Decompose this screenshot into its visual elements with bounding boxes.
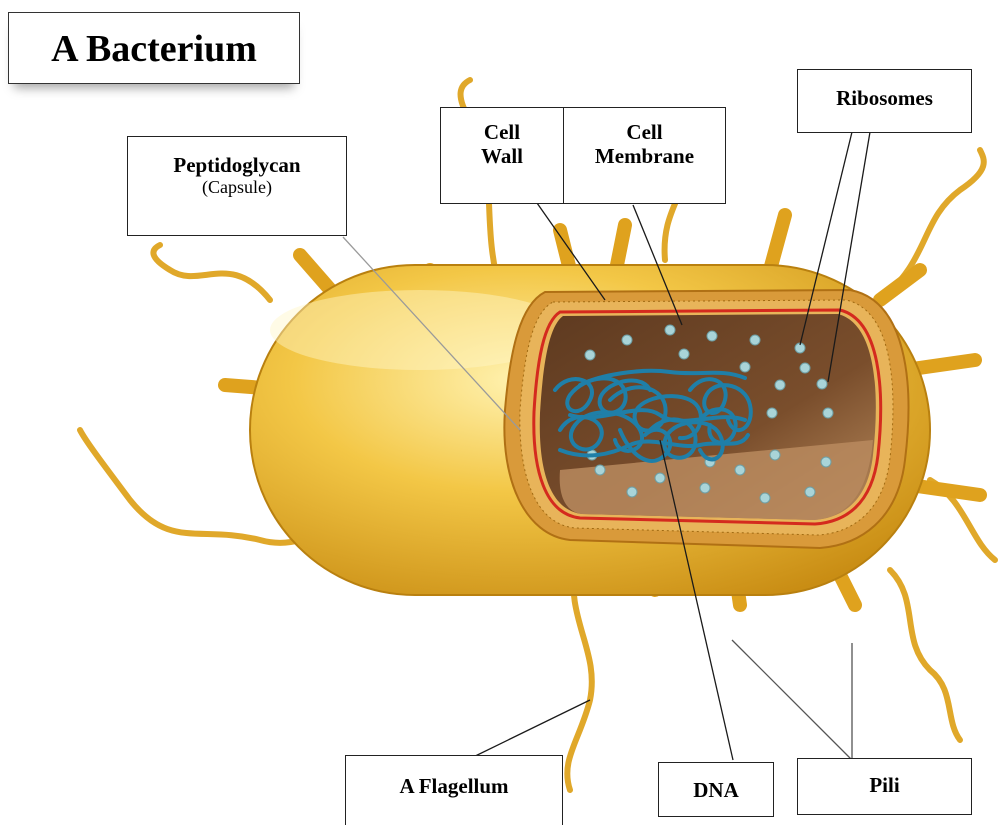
label-cell-membrane: Cell Membrane [563, 107, 726, 204]
label-cell-wall-line1: Cell [441, 120, 563, 144]
flagellum-right-bottom [890, 570, 960, 740]
label-cell-membrane-line1: Cell [564, 120, 725, 144]
label-flagellum-text: A Flagellum [346, 774, 562, 798]
label-dna-text: DNA [659, 778, 773, 802]
label-dna: DNA [658, 762, 774, 817]
label-ribosomes-text: Ribosomes [798, 86, 971, 110]
flagellum-right-top [880, 150, 984, 300]
label-cell-membrane-line2: Membrane [564, 144, 725, 168]
label-peptidoglycan-text: Peptidoglycan [128, 153, 346, 177]
label-cell-wall-line2: Wall [441, 144, 563, 168]
label-flagellum: A Flagellum [345, 755, 563, 825]
flagellum-left-top [153, 245, 270, 300]
label-ribosomes: Ribosomes [797, 69, 972, 133]
label-pili-text: Pili [798, 773, 971, 797]
title-box: A Bacterium [8, 12, 300, 84]
label-peptidoglycan: Peptidoglycan (Capsule) [127, 136, 347, 236]
label-pili: Pili [797, 758, 972, 815]
label-capsule-text: (Capsule) [128, 177, 346, 197]
label-cell-wall: Cell Wall [440, 107, 564, 204]
diagram-title: A Bacterium [9, 13, 299, 85]
leader-pili-1 [732, 640, 852, 760]
